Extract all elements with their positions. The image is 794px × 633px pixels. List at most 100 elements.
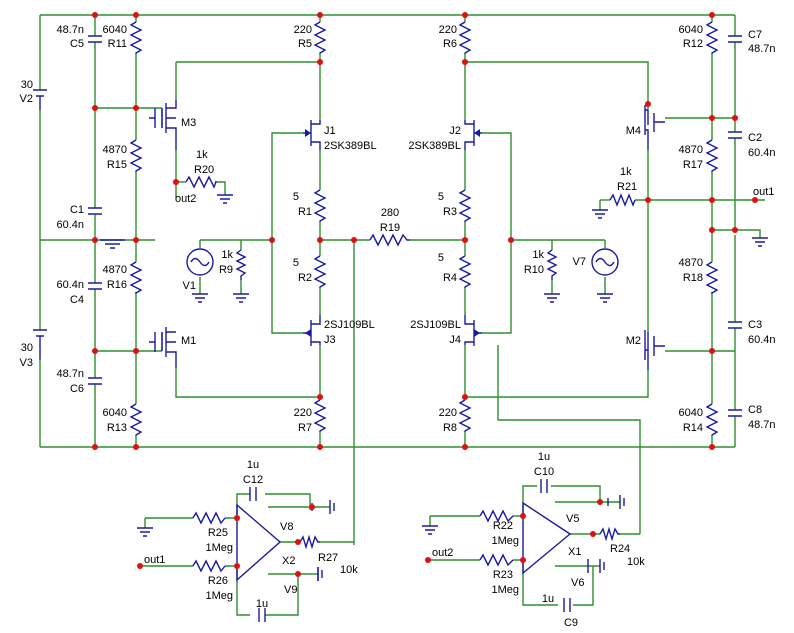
label-c8: C8	[748, 404, 762, 416]
label-c3-value: 60.4n	[748, 334, 776, 346]
label-r19: R19	[380, 222, 400, 234]
label-c11-value: 1u	[256, 598, 268, 610]
opamps	[236, 501, 572, 582]
label-r8: R8	[443, 422, 457, 434]
label-v3: V3	[20, 357, 33, 369]
label-r4: R4	[443, 272, 457, 284]
label-r10-value: 1k	[532, 249, 544, 261]
label-r15: R15	[107, 159, 127, 171]
label-c5: C5	[70, 38, 84, 50]
label-v1: V1	[183, 280, 196, 292]
label-r12-value: 6040	[679, 24, 703, 36]
label-c3: C3	[748, 319, 762, 331]
label-out1-opamp: out1	[144, 554, 165, 566]
label-x1: X1	[568, 546, 581, 558]
label-r2: R2	[298, 272, 312, 284]
label-c6: C6	[70, 383, 84, 395]
label-r22: R22	[493, 520, 513, 532]
label-r3: R3	[443, 206, 457, 218]
label-r4-value: 5	[438, 252, 444, 264]
label-c9: C9	[564, 617, 578, 629]
label-c10: C10	[534, 466, 554, 478]
label-c2-value: 60.4n	[748, 147, 776, 159]
label-j1-type: 2SK389BL	[324, 140, 377, 152]
label-x2: X2	[282, 555, 295, 567]
label-r27: R27	[318, 552, 338, 564]
label-m4: M4	[626, 125, 641, 137]
label-v2: V2	[20, 93, 33, 105]
label-r9: R9	[219, 264, 233, 276]
label-out2-opamp: out2	[432, 547, 453, 559]
label-v7: V7	[573, 256, 586, 268]
label-r15-value: 4870	[103, 144, 127, 156]
mosfets	[149, 100, 665, 370]
label-j4: J4	[449, 334, 461, 346]
label-r17: R17	[683, 159, 703, 171]
grounds	[100, 194, 768, 581]
label-r23: R23	[493, 569, 513, 581]
label-c1: C1	[70, 204, 84, 216]
label-v6: V6	[571, 577, 584, 589]
label-out1: out1	[753, 186, 774, 198]
label-c10-value: 1u	[538, 451, 550, 463]
label-j3-type: 2SJ109BL	[324, 319, 375, 331]
label-r22-value: 1Meg	[491, 535, 519, 547]
label-r27-value: 10k	[340, 564, 358, 576]
label-r18: R18	[683, 272, 703, 284]
label-r16-value: 4870	[103, 264, 127, 276]
label-r1-value: 5	[293, 191, 299, 203]
label-r10: R10	[524, 264, 544, 276]
label-r24: R24	[610, 543, 630, 555]
node-dots	[92, 12, 758, 577]
label-r8-value: 220	[439, 407, 457, 419]
label-out2: out2	[175, 193, 196, 205]
label-r14: R14	[683, 422, 703, 434]
label-r21-value: 1k	[620, 166, 632, 178]
label-r25: R25	[208, 527, 228, 539]
label-r20: R20	[194, 164, 214, 176]
label-v5: V5	[566, 513, 579, 525]
label-c6-value: 48.7n	[56, 368, 84, 380]
label-r25-value: 1Meg	[205, 542, 233, 554]
label-j3: J3	[324, 334, 336, 346]
label-m3: M3	[181, 117, 196, 129]
label-r7-value: 220	[294, 407, 312, 419]
label-c7-value: 48.7n	[748, 43, 776, 55]
label-v9: V9	[284, 584, 297, 596]
label-r11-value: 6040	[103, 24, 127, 36]
label-r24-value: 10k	[627, 556, 645, 568]
label-r9-value: 1k	[221, 249, 233, 261]
label-m2: M2	[626, 335, 641, 347]
label-c8-value: 48.7n	[748, 419, 776, 431]
label-r26-value: 1Meg	[205, 590, 233, 602]
label-j1: J1	[324, 125, 336, 137]
label-c4: C4	[70, 294, 84, 306]
label-r12: R12	[683, 38, 703, 50]
component-labels: 48.7n C5 6040 R11 220 R5 220 R6 6040 R12…	[20, 24, 776, 629]
label-r20-value: 1k	[196, 149, 208, 161]
label-r21: R21	[617, 181, 637, 193]
resistor-zigzags-h	[185, 175, 636, 573]
label-r11: R11	[108, 38, 127, 50]
label-j2: J2	[449, 125, 461, 137]
components	[33, 21, 768, 622]
label-r13-value: 6040	[103, 407, 127, 419]
label-r17-value: 4870	[679, 144, 703, 156]
label-r13: R13	[107, 422, 127, 434]
capacitors	[88, 35, 742, 622]
label-r7: R7	[298, 422, 312, 434]
label-c2: C2	[748, 132, 762, 144]
label-c4-value: 60.4n	[56, 279, 84, 291]
label-r26: R26	[208, 575, 228, 587]
label-v3-value: 30	[21, 342, 33, 354]
label-r6: R6	[443, 38, 457, 50]
label-v2-value: 30	[21, 79, 33, 91]
label-c9-value: 1u	[542, 593, 554, 605]
label-r6-value: 220	[439, 24, 457, 36]
label-r18-value: 4870	[679, 257, 703, 269]
label-r3-value: 5	[438, 191, 444, 203]
label-r5-value: 220	[294, 24, 312, 36]
battery-v2-v3	[33, 89, 47, 360]
label-r19-value: 280	[381, 207, 399, 219]
